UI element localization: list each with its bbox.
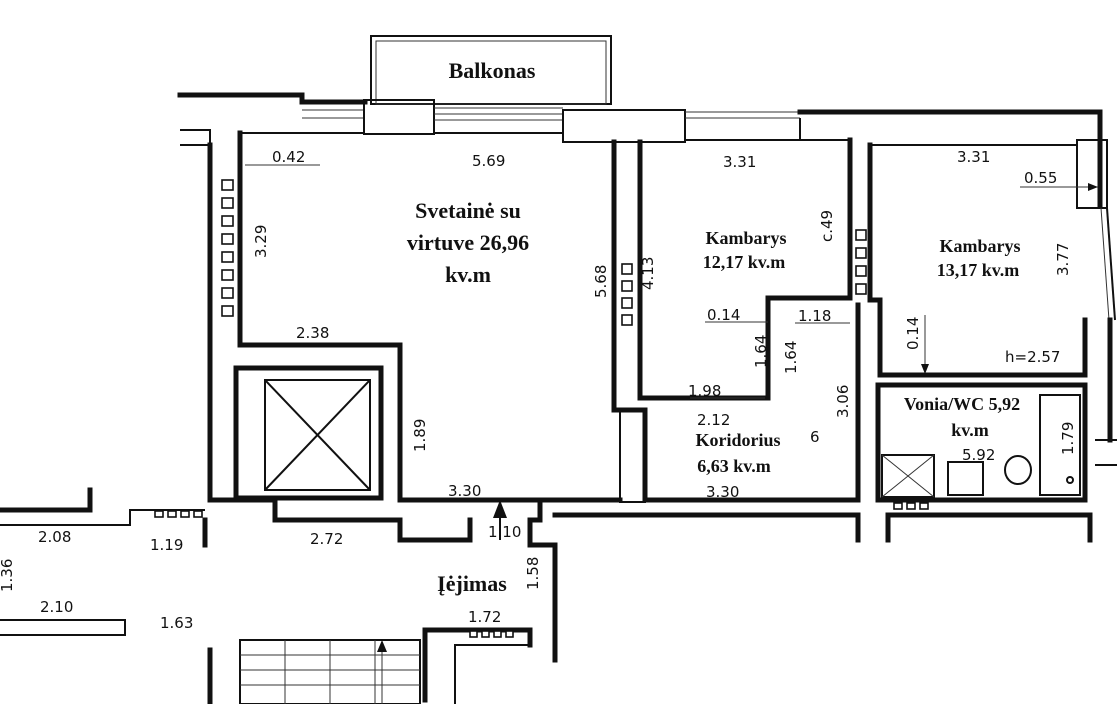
room2-area: 13,17 kv.m — [937, 260, 1020, 280]
corridor-bath-walls — [642, 302, 1088, 503]
ceiling-height: h=2.57 — [1005, 348, 1060, 366]
dim-0-42: 0.42 — [272, 148, 305, 166]
dim-1-64-b: 1.64 — [782, 341, 800, 374]
dim-1-10: 1.10 — [488, 523, 521, 541]
corridor-name: Koridorius — [695, 430, 780, 450]
dim-1-19: 1.19 — [150, 536, 183, 554]
bath-label-line1: Vonia/WC 5,92 — [904, 394, 1020, 414]
vent-blocks — [154, 179, 929, 638]
dim-3-31-room2: 3.31 — [957, 148, 990, 166]
living-room-label-line2: virtuve 26,96 — [407, 230, 529, 255]
dim-3-77: 3.77 — [1054, 243, 1072, 276]
entrance-label: Įėjimas — [437, 571, 507, 596]
dim-4-13: 4.13 — [639, 257, 657, 290]
dim-3-31-room1: 3.31 — [723, 153, 756, 171]
dim-1-79: 1.79 — [1059, 422, 1077, 455]
bath-label-line2: kv.m — [951, 420, 989, 440]
exterior-walls — [177, 92, 1117, 466]
dim-3-30-corridor: 3.30 — [706, 483, 739, 501]
dim-1-36: 1.36 — [0, 559, 16, 592]
dim-3-29: 3.29 — [252, 225, 270, 258]
dim-2-72: 2.72 — [310, 530, 343, 548]
dim-3-30-living: 3.30 — [448, 482, 481, 500]
dim-5-68: 5.68 — [592, 265, 610, 298]
corridor-area: 6,63 kv.m — [697, 456, 771, 476]
balcony — [370, 35, 612, 105]
room1-walls — [637, 137, 853, 401]
living-room-label-line3: kv.m — [445, 262, 491, 287]
dim-1-89: 1.89 — [411, 419, 429, 452]
stairs — [239, 639, 421, 704]
dim-0-14-room1: 0.14 — [707, 306, 740, 324]
room1-name: Kambarys — [706, 228, 787, 248]
dim-2-10: 2.10 — [40, 598, 73, 616]
dim-2-12: 2.12 — [697, 411, 730, 429]
dim-1-58: 1.58 — [524, 557, 542, 590]
dim-1-63: 1.63 — [160, 614, 193, 632]
room2-walls — [867, 142, 1088, 378]
dim-2-38: 2.38 — [296, 324, 329, 342]
dim-1-72: 1.72 — [468, 608, 501, 626]
dim-0-14-room2: 0.14 — [904, 317, 922, 350]
dim-1-98: 1.98 — [688, 382, 721, 400]
room2-name: Kambarys — [940, 236, 1021, 256]
elevator-shaft — [233, 365, 384, 501]
dim-2-08: 2.08 — [38, 528, 71, 546]
dim-0-49: с.49 — [818, 210, 836, 242]
dim-6: 6 — [810, 428, 820, 446]
dim-1-18: 1.18 — [798, 307, 831, 325]
dim-5-92: 5.92 — [962, 446, 995, 464]
dim-0-55: 0.55 — [1024, 169, 1057, 187]
dim-1-64-a: 1.64 — [752, 335, 770, 368]
dimension-lines — [245, 164, 1098, 704]
balcony-label: Balkonas — [449, 58, 536, 83]
dim-5-69: 5.69 — [472, 152, 505, 170]
left-walls — [0, 129, 1093, 704]
room1-area: 12,17 kv.m — [703, 252, 786, 272]
living-room-label-line1: Svetainė su — [415, 198, 521, 223]
dim-3-06: 3.06 — [834, 385, 852, 418]
living-room-walls — [237, 130, 646, 503]
